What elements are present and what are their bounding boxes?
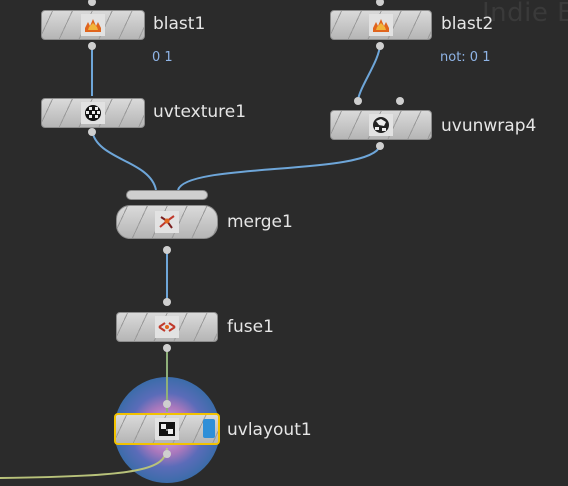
node-label-uvlayout1: uvlayout1	[227, 420, 312, 440]
merge-icon	[155, 211, 179, 233]
uvlayout1-output-dot[interactable]	[163, 450, 171, 458]
uvtexture1-output-dot[interactable]	[88, 128, 96, 136]
node-label-merge1: merge1	[227, 212, 293, 232]
blast-icon	[369, 14, 393, 36]
wire-blast2-uvunwrap4	[357, 43, 381, 101]
fuse1-output-dot[interactable]	[163, 344, 171, 352]
node-label-blast2: blast2	[441, 14, 494, 34]
node-uvtexture1[interactable]	[41, 98, 145, 128]
uvunwrap4-output-dot[interactable]	[376, 142, 384, 150]
merge1-output-dot[interactable]	[163, 246, 171, 254]
checker-ball-icon	[369, 114, 393, 136]
license-watermark: Indie E	[482, 0, 568, 28]
fuse1-input-dot[interactable]	[163, 298, 171, 306]
node-uvlayout1[interactable]	[114, 413, 220, 445]
node-label-blast1: blast1	[153, 14, 206, 34]
node-blast2[interactable]	[330, 10, 432, 40]
uvlayout1-input-dot[interactable]	[163, 400, 171, 408]
uvunwrap4-input-dot-2[interactable]	[396, 97, 404, 105]
merge1-input-bar[interactable]	[126, 190, 208, 200]
node-sub-blast2: not: 0 1	[440, 50, 491, 65]
node-label-fuse1: fuse1	[227, 317, 274, 337]
blast1-input-dot[interactable]	[88, 0, 96, 6]
node-fuse1[interactable]	[116, 312, 218, 342]
blast2-input-dot[interactable]	[376, 0, 384, 6]
wire-uvtexture1-merge1	[91, 129, 157, 191]
blast1-output-dot[interactable]	[88, 42, 96, 50]
node-uvunwrap4[interactable]	[330, 110, 432, 140]
blast2-output-dot[interactable]	[376, 42, 384, 50]
checker-ball-icon	[81, 102, 105, 124]
display-flag[interactable]	[203, 419, 215, 438]
uv-layout-icon	[155, 418, 179, 440]
blast-icon	[81, 14, 105, 36]
node-label-uvunwrap4: uvunwrap4	[441, 116, 537, 136]
uvunwrap4-input-dot-1[interactable]	[354, 97, 362, 105]
fuse-icon	[155, 316, 179, 338]
node-blast1[interactable]	[41, 10, 145, 40]
node-label-uvtexture1: uvtexture1	[153, 102, 247, 122]
node-merge1[interactable]	[116, 205, 218, 239]
wire-uvunwrap4-merge1	[177, 145, 381, 191]
node-sub-blast1: 0 1	[152, 50, 173, 65]
